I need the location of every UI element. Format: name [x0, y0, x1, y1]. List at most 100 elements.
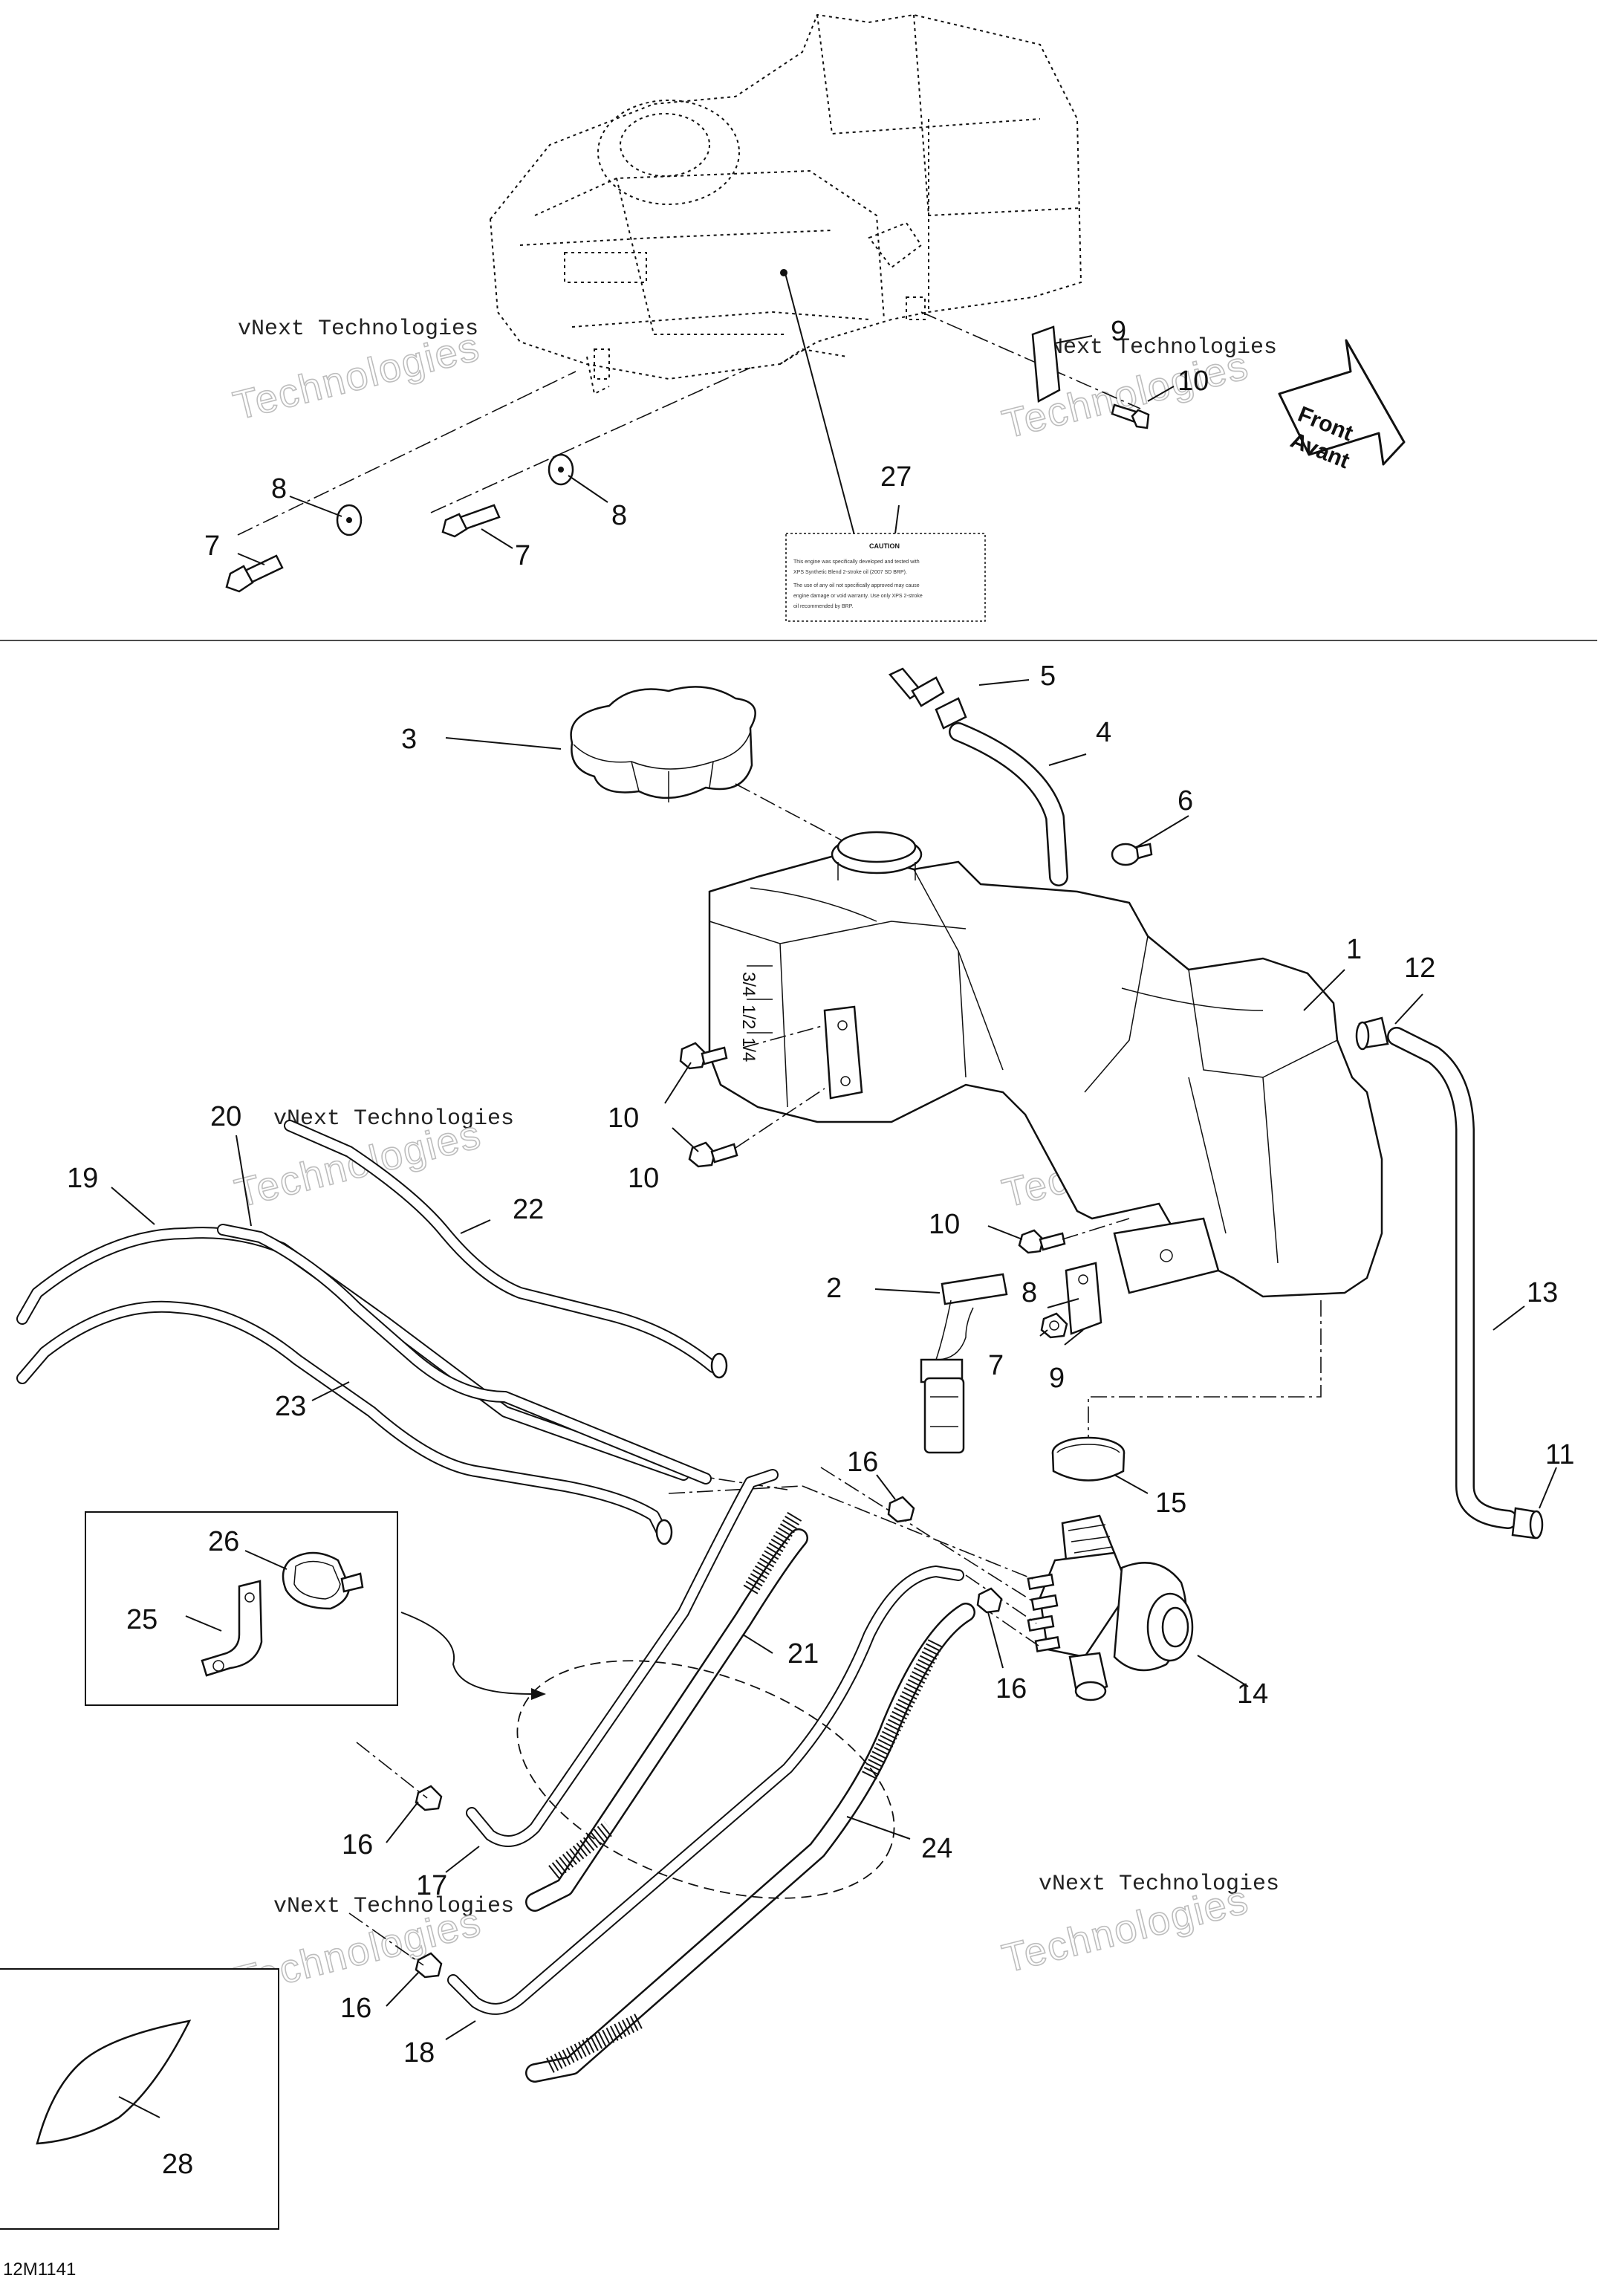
callout-3: 3	[401, 724, 417, 755]
oil-line	[447, 1565, 964, 2015]
inset-pointer	[400, 1612, 532, 1695]
oil-line-corrugated	[525, 1603, 975, 2083]
callout-8: 8	[271, 473, 287, 504]
oil-pump	[1027, 1514, 1194, 1701]
callout-19: 19	[67, 1163, 98, 1194]
level-sensor	[920, 1273, 1008, 1454]
callout-10: 10	[628, 1163, 659, 1194]
caution-line: The use of any oil not specifically appr…	[793, 583, 920, 588]
callout-6: 6	[1178, 785, 1193, 817]
callout-12: 12	[1404, 953, 1435, 984]
svg-text:1/4: 1/4	[738, 1037, 759, 1062]
bolt	[1018, 1229, 1066, 1254]
oil-line	[16, 1300, 673, 1545]
oil-line	[466, 1469, 779, 1847]
coupler	[415, 1952, 443, 1979]
assembly-line	[820, 1467, 1033, 1602]
inset-pointer-arrowhead	[531, 1688, 546, 1700]
coupler	[976, 1587, 1003, 1614]
hose-clamp	[1111, 843, 1153, 866]
callout-24: 24	[921, 1833, 952, 1864]
hose-fitting	[1511, 1507, 1544, 1539]
svg-text:1/2: 1/2	[738, 1005, 759, 1029]
callout-9: 9	[1049, 1363, 1065, 1394]
oil-line-corrugated	[525, 1511, 808, 1912]
callout-17: 17	[416, 1870, 447, 1901]
bracket	[1065, 1262, 1102, 1335]
washer	[336, 504, 363, 536]
bolt	[1111, 403, 1150, 429]
callout-27: 27	[880, 461, 912, 493]
oil-tank-cap	[570, 686, 756, 802]
bolt	[679, 1042, 728, 1070]
vehicle-frame-outline	[489, 13, 1082, 395]
assembly-line	[802, 1485, 1033, 1580]
bracket	[1031, 325, 1061, 403]
callout-16: 16	[342, 1829, 373, 1860]
callout-25: 25	[126, 1604, 157, 1635]
callout-16: 16	[340, 1993, 371, 2024]
callout-18: 18	[403, 2037, 435, 2069]
assembly-line	[735, 783, 855, 848]
callout-10: 10	[608, 1103, 639, 1134]
oil-line	[284, 1120, 728, 1379]
callout-9: 9	[1111, 316, 1126, 347]
assembly-line	[735, 1088, 825, 1149]
hose-clamp	[1051, 1436, 1126, 1482]
caution-label: CAUTION This engine was specifically dev…	[785, 533, 986, 622]
callout-4: 4	[1096, 717, 1111, 748]
washer	[548, 453, 574, 486]
group-ellipse	[516, 1660, 895, 1899]
callout-14: 14	[1237, 1678, 1268, 1710]
assembly-line	[237, 371, 576, 536]
callout-13: 13	[1527, 1277, 1558, 1308]
callout-11: 11	[1545, 1439, 1574, 1470]
elbow-fitting	[1355, 1016, 1389, 1051]
callout-5: 5	[1040, 661, 1056, 692]
callout-8: 8	[1022, 1277, 1037, 1308]
inset-box-decal	[0, 1968, 279, 2230]
watermark-text: vNext Technologies	[273, 1106, 514, 1132]
assembly-line	[920, 311, 1141, 409]
watermark-text: vNext Technologies	[1039, 1872, 1279, 1897]
inset-box	[85, 1511, 398, 1706]
caution-title: CAUTION	[869, 542, 900, 550]
watermark-text: vNext Technologies	[238, 317, 478, 342]
callout-16: 16	[995, 1673, 1027, 1704]
callout-7: 7	[204, 530, 220, 562]
assembly-line	[668, 1485, 803, 1494]
bolt	[1040, 1312, 1068, 1339]
watermark: vNext Technologies Technologies	[998, 1872, 1279, 1982]
callout-8: 8	[611, 500, 627, 531]
callout-7: 7	[988, 1350, 1004, 1381]
oil-line	[217, 1224, 712, 1485]
bolt	[225, 554, 284, 593]
callout-7: 7	[515, 540, 530, 571]
oil-line	[16, 1227, 689, 1481]
front-direction-arrow: Front Avant	[1278, 339, 1406, 473]
bolt	[688, 1141, 738, 1168]
callout-15: 15	[1155, 1487, 1186, 1519]
svg-text:3/4: 3/4	[738, 972, 759, 996]
return-hose	[1387, 1027, 1518, 1529]
callout-2: 2	[826, 1273, 842, 1304]
coupler	[887, 1496, 915, 1523]
assembly-line	[1088, 1300, 1322, 1453]
callout-28: 28	[162, 2149, 193, 2180]
vent-fitting	[888, 667, 967, 730]
watermark-text: vNext Technologies	[273, 1894, 514, 1919]
callout-23: 23	[275, 1391, 306, 1422]
oil-tank: 3/4 1/2 1/4	[708, 831, 1383, 1298]
coupler	[415, 1785, 443, 1811]
callout-16: 16	[847, 1447, 878, 1478]
callout-1: 1	[1346, 934, 1362, 965]
caution-line: engine damage or void warranty. Use only…	[793, 594, 923, 599]
assembly-line	[430, 367, 751, 513]
p-clamp	[282, 1551, 364, 1610]
callouts: 1 2 3 4 5 6 7 7 7 8 8 8 9 9 10 10 10 10 …	[67, 316, 1574, 2180]
mounting-bracket	[201, 1580, 263, 1677]
callout-10: 10	[929, 1209, 960, 1240]
callout-20: 20	[210, 1101, 241, 1132]
assembly-line	[742, 1025, 825, 1048]
